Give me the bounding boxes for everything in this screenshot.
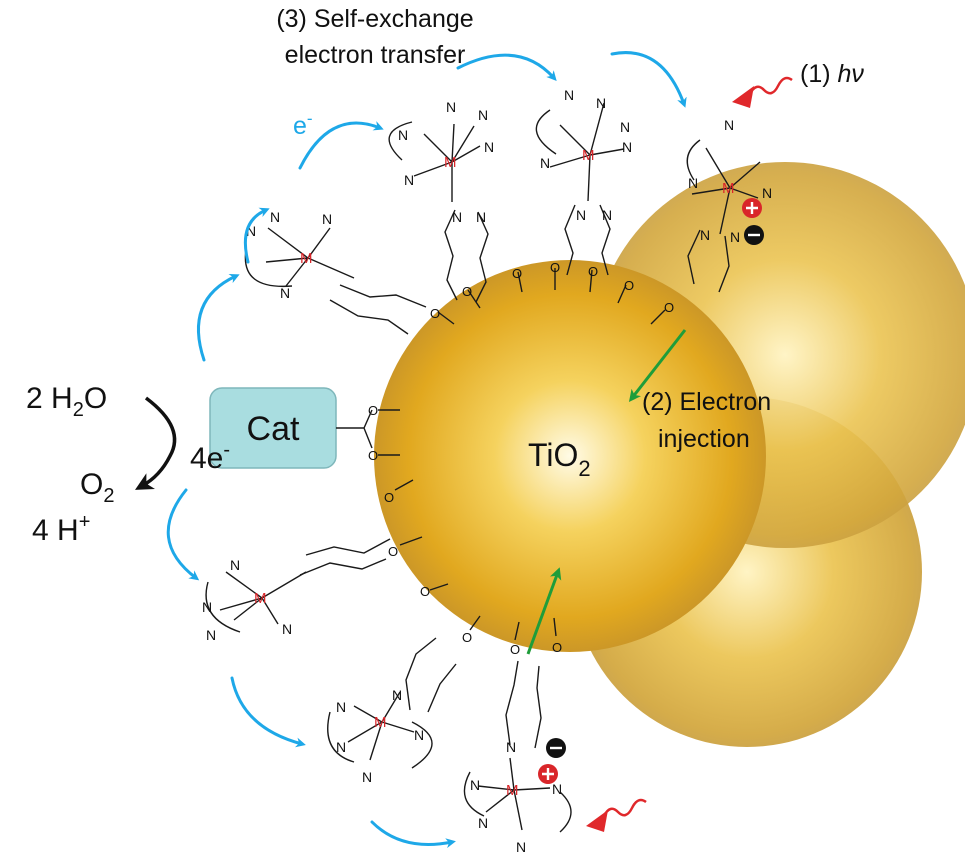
svg-text:N: N	[730, 229, 740, 245]
svg-text:O: O	[430, 306, 440, 321]
electron-hop-arrows	[166, 51, 687, 849]
svg-text:O: O	[552, 640, 562, 655]
light-arrow-bottom	[586, 798, 647, 832]
svg-text:N: N	[280, 285, 290, 301]
svg-text:O: O	[624, 278, 634, 293]
metal-complex-top-left: N N N N N N N M	[388, 99, 494, 225]
light-arrow-top	[732, 76, 793, 108]
svg-text:N: N	[602, 207, 612, 223]
svg-text:M: M	[444, 154, 457, 171]
water-oxidation-arrow	[135, 396, 177, 490]
self-exchange-label-line1: (3) Self-exchange	[276, 5, 473, 33]
svg-text:O: O	[420, 584, 430, 599]
svg-text:N: N	[230, 557, 240, 573]
injection-label-line1: (2) Electron	[642, 388, 771, 416]
svg-text:N: N	[724, 117, 734, 133]
hv-label: (1) hν	[800, 60, 864, 88]
svg-text:N: N	[282, 621, 292, 637]
svg-text:M: M	[254, 590, 267, 607]
svg-text:N: N	[270, 209, 280, 225]
svg-text:O: O	[550, 260, 560, 275]
svg-text:N: N	[484, 139, 494, 155]
svg-text:N: N	[322, 211, 332, 227]
catalyst-label: Cat	[247, 410, 300, 448]
svg-text:M: M	[506, 782, 519, 799]
catalyst-linker	[336, 409, 373, 449]
surface-oxygen-atoms: O O O O O O O O O O O O O O O	[368, 260, 674, 657]
svg-text:N: N	[452, 209, 462, 225]
svg-text:O: O	[664, 300, 674, 315]
water-label: 2 H2O	[26, 382, 107, 421]
svg-text:N: N	[446, 99, 456, 115]
svg-text:O: O	[588, 264, 598, 279]
tio2-label: TiO2	[528, 437, 591, 481]
svg-text:N: N	[414, 727, 424, 743]
svg-text:M: M	[582, 147, 595, 164]
svg-text:N: N	[506, 739, 516, 755]
positive-charge-bottom	[538, 764, 558, 784]
negative-charge-bottom	[546, 738, 566, 758]
svg-text:N: N	[476, 209, 486, 225]
oxygen-label: O2	[80, 468, 114, 507]
svg-text:N: N	[470, 777, 480, 793]
svg-text:N: N	[700, 227, 710, 243]
svg-text:N: N	[336, 739, 346, 755]
metal-complex-excited-bottom: N N N N N M	[463, 739, 572, 855]
four-electron-label: 4e-	[190, 439, 230, 475]
linker-bonds	[299, 204, 730, 749]
svg-text:O: O	[512, 266, 522, 281]
svg-text:N: N	[206, 627, 216, 643]
svg-text:N: N	[576, 207, 586, 223]
svg-text:N: N	[540, 155, 550, 171]
svg-text:O: O	[510, 642, 520, 657]
svg-text:N: N	[478, 107, 488, 123]
svg-text:O: O	[384, 490, 394, 505]
svg-text:N: N	[596, 95, 606, 111]
tio2-particle-main	[374, 260, 766, 652]
electron-label: e-	[293, 109, 313, 140]
metal-complex-excited-top-right: N N N N N M	[686, 117, 772, 245]
svg-text:N: N	[762, 185, 772, 201]
svg-text:N: N	[688, 175, 698, 191]
metal-complex-bottom-center-left: N N N N N M	[327, 687, 433, 785]
svg-text:M: M	[374, 714, 387, 731]
svg-text:N: N	[552, 781, 562, 797]
svg-text:N: N	[478, 815, 488, 831]
surface-anchor-groups	[378, 268, 666, 641]
svg-text:N: N	[362, 769, 372, 785]
metal-complex-top-center: N N N N N N N M	[535, 87, 632, 223]
svg-text:O: O	[368, 403, 378, 418]
metal-complex-left-upper: N N N N M	[244, 209, 355, 301]
svg-text:N: N	[404, 172, 414, 188]
positive-charge-top	[742, 198, 762, 218]
svg-text:N: N	[336, 699, 346, 715]
svg-text:O: O	[368, 448, 378, 463]
svg-text:N: N	[398, 127, 408, 143]
svg-text:O: O	[388, 544, 398, 559]
svg-text:M: M	[722, 180, 735, 197]
svg-text:N: N	[516, 839, 526, 855]
svg-text:O: O	[462, 630, 472, 645]
svg-text:M: M	[300, 250, 313, 267]
metal-complex-left-lower: N N N N M	[202, 557, 307, 643]
injection-label-line2: injection	[658, 425, 750, 453]
svg-text:N: N	[564, 87, 574, 103]
svg-text:N: N	[246, 223, 256, 239]
svg-text:N: N	[620, 119, 630, 135]
svg-text:N: N	[202, 599, 212, 615]
self-exchange-label-line2: electron transfer	[285, 41, 466, 69]
svg-text:N: N	[392, 687, 402, 703]
injection-arrow-lower	[526, 567, 562, 655]
svg-text:N: N	[622, 139, 632, 155]
protons-label: 4 H+	[32, 511, 90, 547]
injection-arrow-upper	[628, 329, 687, 402]
negative-charge-top	[744, 225, 764, 245]
svg-text:O: O	[462, 284, 472, 299]
